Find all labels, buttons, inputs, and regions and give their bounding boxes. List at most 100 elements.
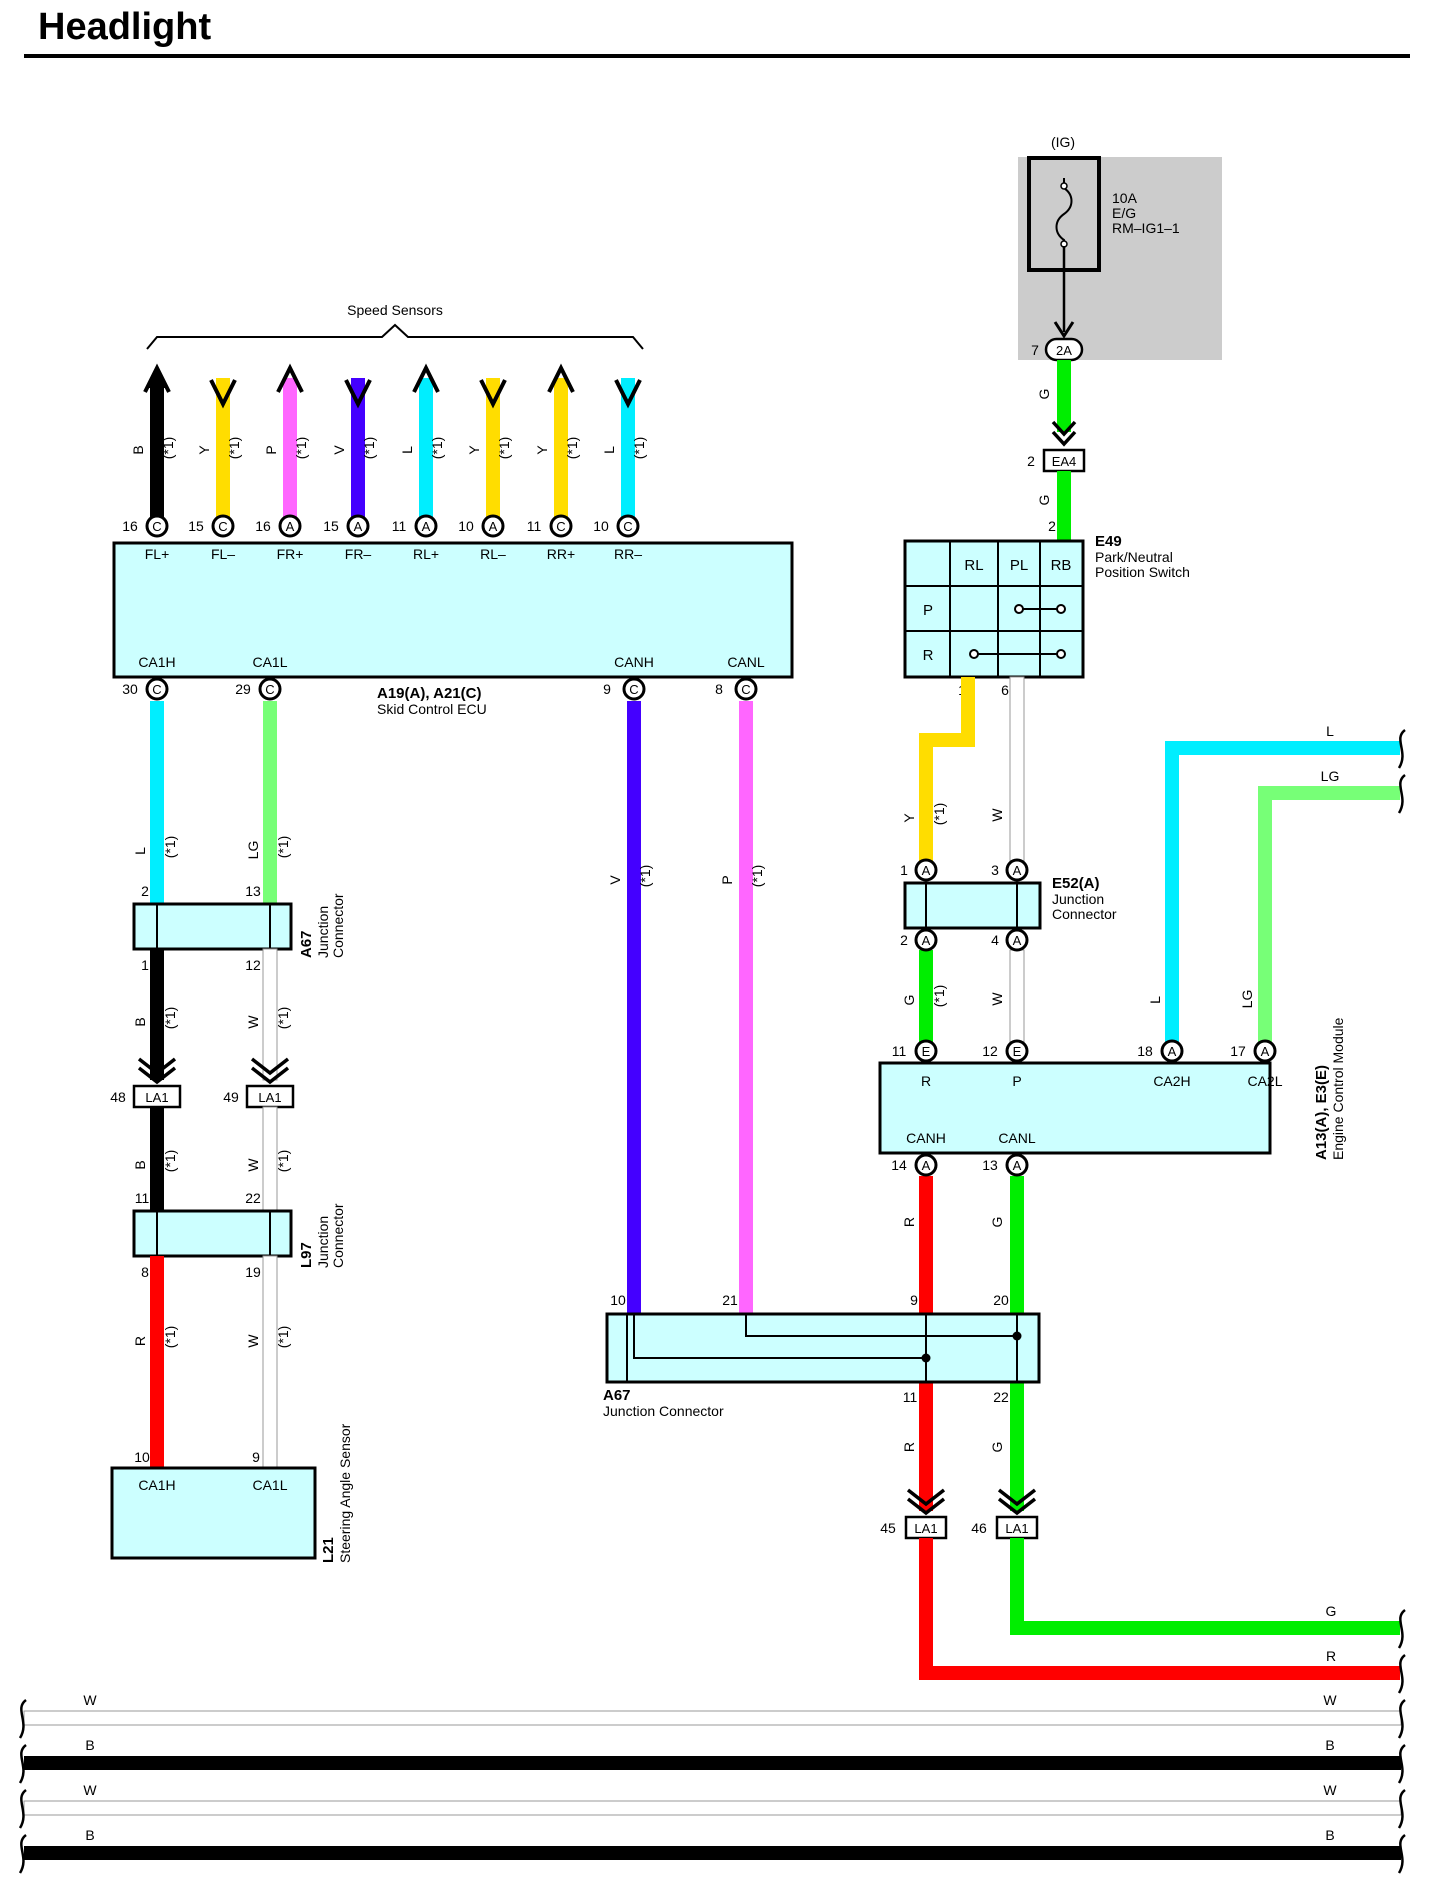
speed-sensor-wire (621, 378, 635, 521)
la1-45-label: LA1 (914, 1521, 937, 1536)
arrow-down-icon (1053, 321, 1075, 339)
ecm-signal-r: R (921, 1073, 931, 1089)
edge-label-g: G (1326, 1603, 1337, 1619)
speed-sensor-wire-note: (*1) (226, 437, 242, 460)
e52-name-1: Junction (1052, 891, 1104, 907)
wire-color-label: P (719, 875, 735, 884)
e49-name-2: Position Switch (1095, 564, 1190, 580)
wires-e52-ecm: G (*1) W (901, 949, 1025, 1052)
speed-sensor-pin: 10 (458, 518, 474, 534)
speed-sensor-wire (554, 378, 568, 521)
wire-color-label: L (132, 847, 148, 855)
fuse-location: RM–IG1–1 (1112, 220, 1180, 236)
bus-label-left: B (85, 1737, 94, 1753)
connector-arrow-icon (906, 1488, 946, 1507)
wire-break-icon (1397, 1789, 1406, 1829)
wire-color-label: B (132, 1160, 148, 1169)
connector-arrow-icon (997, 1497, 1037, 1516)
speed-sensor-wire-color: V (331, 445, 347, 455)
pin-connector-icon (549, 514, 573, 538)
la1-49-pin: 49 (223, 1089, 239, 1105)
ecm-signal-ca2h: CA2H (1153, 1073, 1190, 1089)
a67-left-name-1: Junction (315, 906, 331, 958)
a67-left-pin-1: 1 (141, 957, 149, 973)
ecu-can1-wires: L (*1) LG (*1) (132, 701, 291, 904)
pin-connector-icon (734, 677, 758, 701)
a67-center-junction: 10 21 9 20 11 22 A67 Junction Connector (603, 1292, 1041, 1419)
a67-la1-wires: B (*1) W (*1) (132, 948, 291, 1085)
a67-left-name-2: Connector (330, 893, 346, 958)
pin-connector-icon (1005, 928, 1029, 952)
speed-sensor-wire-color: L (399, 446, 415, 454)
wire-note: (*1) (275, 836, 291, 859)
ecm: R P CA2H CA2L CANH CANL A13(A), E3(E) En… (878, 1017, 1346, 1160)
ecu-top-signal: RL+ (413, 546, 439, 562)
w-wire-e49: W (989, 676, 1025, 865)
a67-center-pin-11: 11 (903, 1389, 918, 1405)
fuse-icon (1055, 178, 1073, 246)
wire-color-label: G (989, 1442, 1005, 1453)
connector-arrow-icon (137, 1057, 177, 1076)
wire-note: (*1) (749, 865, 765, 888)
wire-break-icon (1397, 1654, 1406, 1694)
ecm-signal-p: P (1012, 1073, 1021, 1089)
speed-sensor-pin: 15 (323, 518, 339, 534)
a67-left-pin-13: 13 (245, 883, 261, 899)
la1-left: LA1 48 LA1 49 (110, 1084, 295, 1109)
la1-45-pin: 45 (880, 1520, 896, 1536)
pin-connector-icon (1253, 1039, 1277, 1063)
a67-center-box (605, 1312, 1041, 1384)
pin-connector-letter: A (422, 519, 431, 534)
a67-left-junction: 2 13 1 12 A67 Junction Connector (132, 883, 346, 973)
speed-sensor-wire (351, 378, 365, 521)
ecm-code: A13(A), E3(E) (1313, 1065, 1330, 1160)
l97-pin-11: 11 (135, 1190, 150, 1206)
a67-left-pin-12: 12 (245, 957, 261, 973)
pin-connector-icon (211, 514, 235, 538)
la1-right-out-wires: G R (919, 1538, 1400, 1680)
pin-connector-icon (1005, 858, 1029, 882)
l97-code: L97 (298, 1242, 315, 1268)
l97-l21-wires: R (*1) W (*1) 10 9 (132, 1255, 291, 1469)
ecu-top-signal: FR+ (277, 546, 304, 562)
l21-signal-ca1l: CA1L (252, 1477, 287, 1493)
wire-break-icon (1397, 1609, 1406, 1649)
pin-connector-letter: C (623, 519, 632, 534)
pin-connector-letter: A (354, 519, 363, 534)
connector-arrow-icon (137, 1066, 177, 1085)
wire-color-label: G (1036, 389, 1052, 400)
wire-note: (*1) (931, 985, 947, 1008)
wire-note: (*1) (162, 1007, 178, 1030)
pin-connector-letter: A (922, 1158, 931, 1173)
pin-connector-icon (1005, 1153, 1029, 1177)
e49-row-p: P (923, 602, 933, 619)
wire-break-icon (18, 1744, 27, 1784)
wire-color-label: G (989, 1217, 1005, 1228)
speed-sensor-wire (283, 378, 297, 521)
l97-name-2: Connector (330, 1203, 346, 1268)
speed-sensor-wire (419, 378, 433, 521)
pin-connector-letter: C (556, 519, 565, 534)
ecu-top-signal: FL– (211, 546, 235, 562)
a67-center-name: Junction Connector (603, 1403, 724, 1419)
wire-break-icon (18, 1699, 27, 1739)
wire-break-icon (1397, 729, 1406, 769)
y-wire-e49: Y (*1) (901, 677, 975, 864)
wire-color-label: W (245, 1158, 261, 1172)
speed-sensor-wire (150, 378, 164, 521)
speed-sensor-wire-color: Y (196, 445, 212, 455)
pin-connector-icon (616, 514, 640, 538)
skid-ecu-box (112, 541, 794, 679)
la1-48-pin: 48 (110, 1089, 126, 1105)
pin-connector-letter: C (741, 682, 750, 697)
l21-box (110, 1466, 317, 1560)
pin-connector-letter: C (265, 682, 274, 697)
ecu-top-signal: RL– (480, 546, 506, 562)
speed-sensor-wire-note: (*1) (429, 437, 445, 460)
a67-left-pin-2: 2 (141, 883, 149, 899)
wire-color-label: L (1147, 996, 1163, 1004)
l97-pin-22: 22 (245, 1190, 261, 1206)
ecu-top-signal: FR– (345, 546, 372, 562)
ecu-bottom-pin: 9 (603, 681, 611, 697)
e52-code: E52(A) (1052, 875, 1100, 892)
